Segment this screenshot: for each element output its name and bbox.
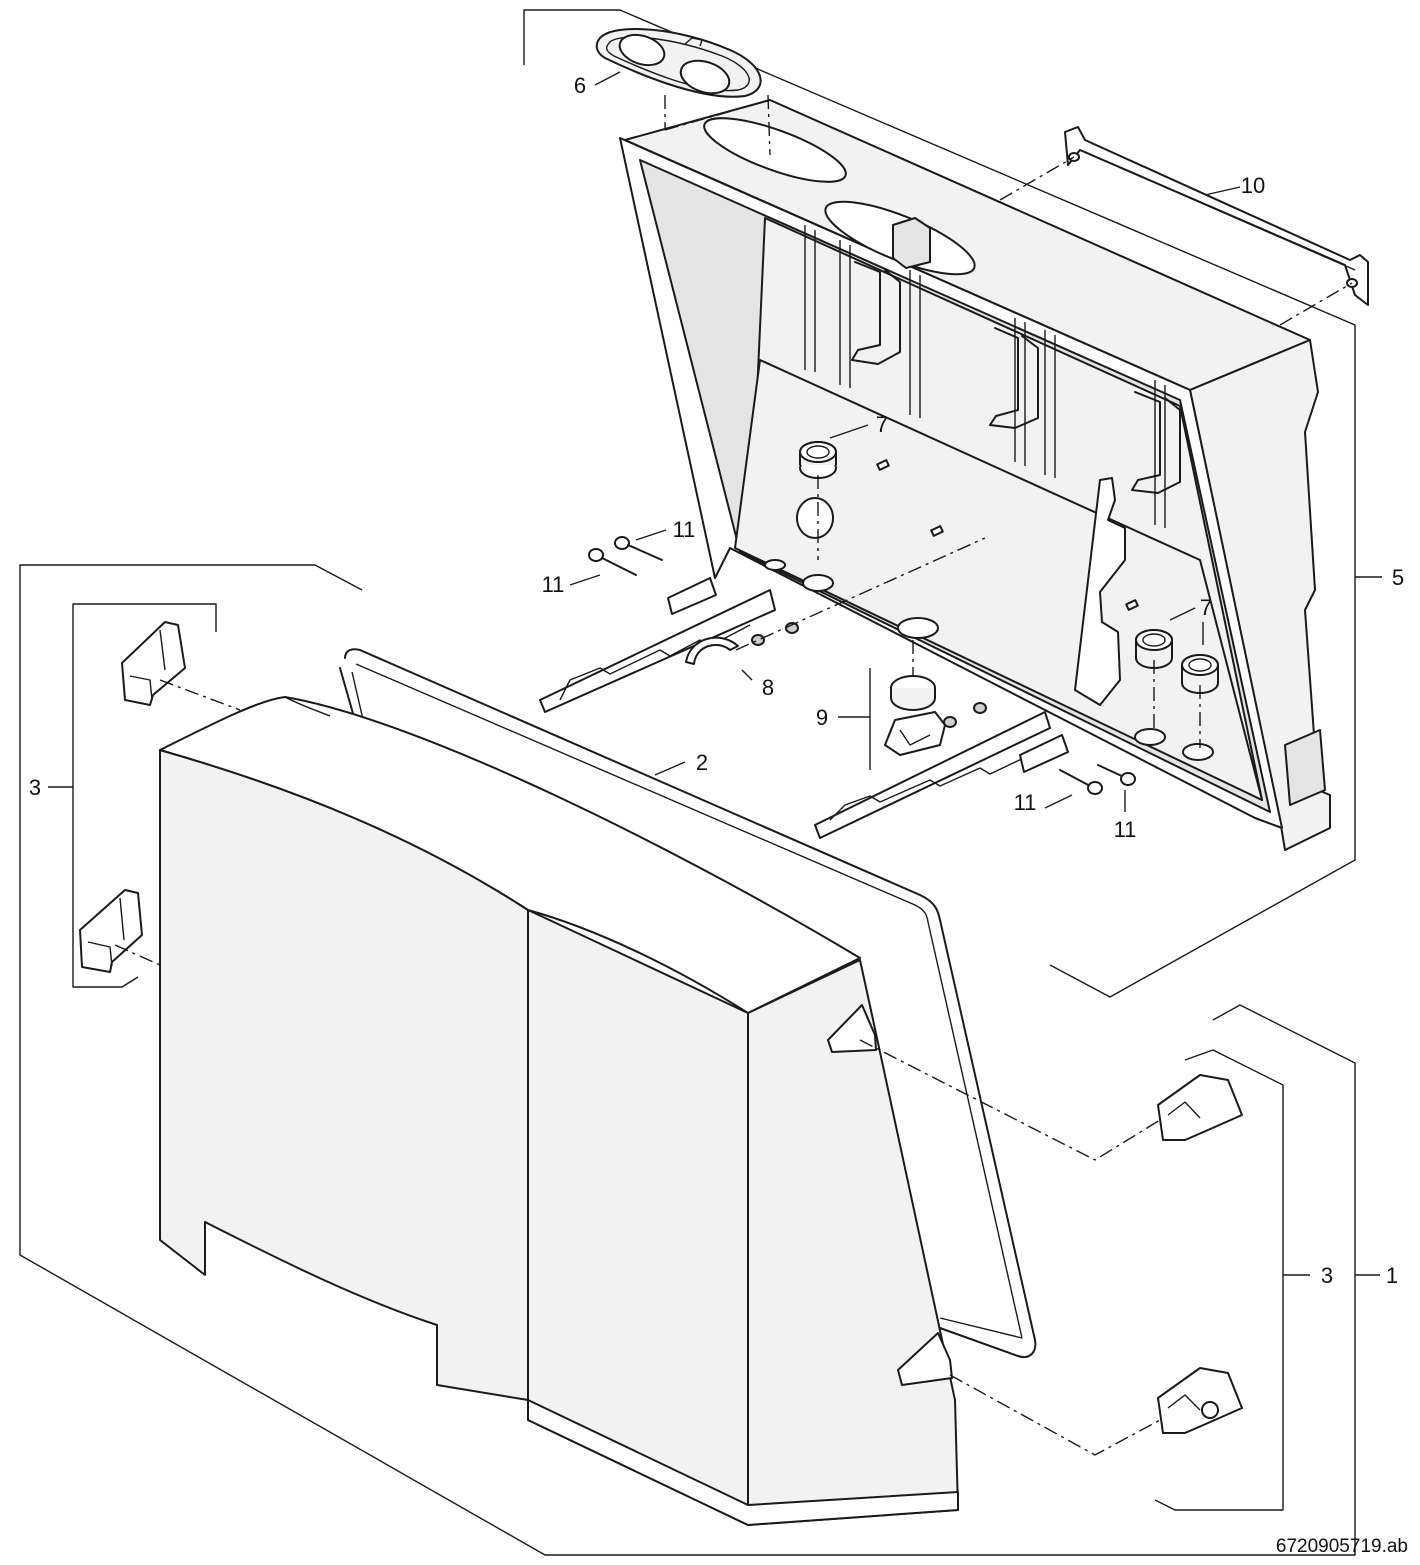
clip-3-left-top <box>121 621 186 706</box>
assembly-lines <box>114 94 1353 1456</box>
group-bracket-5 <box>523 9 1356 998</box>
leader-lines <box>48 71 1382 1276</box>
label-3-right: 3 <box>1321 1263 1333 1288</box>
label-11-left: 11 <box>542 572 565 597</box>
clip-3-front-right-top <box>827 1004 877 1053</box>
screw-11-right-b <box>1097 764 1136 786</box>
part-7-grommet-top <box>799 441 837 479</box>
part-6-cover-plate <box>595 28 762 98</box>
panel-ribs <box>804 225 1166 528</box>
clip-3-front-right-bottom <box>897 1332 953 1386</box>
back-panel-assembly <box>619 99 1331 851</box>
group-bracket-3-right <box>1154 1049 1284 1511</box>
label-1: 1 <box>1386 1263 1398 1288</box>
part-7-grommet-right-b <box>1181 654 1219 694</box>
label-7-top: 7 <box>876 412 888 437</box>
label-7-right: 7 <box>1200 595 1212 620</box>
label-11-top: 11 <box>673 517 696 542</box>
callout-labels: 6 10 7 7 11 11 8 9 2 11 11 3 5 3 1 67209… <box>29 73 1408 1557</box>
group-bracket-3-left <box>72 603 217 988</box>
part-9-connector <box>751 622 987 756</box>
part-7-grommet-right-a <box>1135 629 1173 669</box>
label-11-bottom-left: 11 <box>1014 790 1037 815</box>
label-10: 10 <box>1241 173 1265 198</box>
label-5: 5 <box>1392 565 1404 590</box>
group-bracket-1 <box>19 564 1356 1556</box>
label-2: 2 <box>696 750 708 775</box>
part-2-seal-frame <box>339 648 1037 1358</box>
label-6: 6 <box>574 73 586 98</box>
screw-11-right-a <box>1059 769 1103 795</box>
part-8-clip <box>685 636 739 665</box>
screw-11-left-b <box>588 548 637 576</box>
clip-3-right-bottom <box>1157 1367 1243 1434</box>
panel-hooks <box>851 261 1181 494</box>
clip-3-left-bottom <box>79 889 143 973</box>
front-casing <box>159 696 959 1526</box>
label-9: 9 <box>816 705 828 730</box>
label-3-left: 3 <box>29 775 41 800</box>
left-mounting-bracket <box>539 577 776 713</box>
drawing-code: 6720905719.ab <box>1276 1536 1408 1557</box>
label-11-bottom-right: 11 <box>1114 817 1137 842</box>
label-8: 8 <box>762 675 774 700</box>
right-mounting-bracket <box>814 711 1069 839</box>
screw-11-left-a <box>614 536 663 561</box>
clip-3-right-top <box>1157 1074 1243 1141</box>
